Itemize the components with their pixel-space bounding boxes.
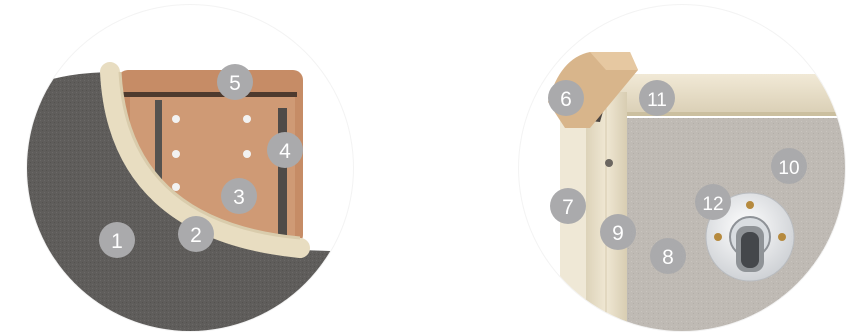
marker-11: 11 (639, 80, 675, 116)
svg-text:1: 1 (111, 230, 123, 253)
svg-text:9: 9 (612, 222, 624, 245)
marker-7: 7 (550, 188, 586, 224)
svg-text:4: 4 (279, 140, 291, 163)
marker-5: 5 (217, 64, 253, 100)
svg-text:11: 11 (647, 90, 667, 111)
right-detail-circle (515, 0, 860, 336)
metal-rail (278, 108, 287, 238)
marker-2: 2 (178, 216, 214, 252)
svg-text:2: 2 (190, 224, 202, 247)
marker-1: 1 (99, 222, 135, 258)
svg-text:7: 7 (562, 196, 574, 219)
screw-hole (605, 159, 613, 167)
svg-text:8: 8 (662, 246, 674, 269)
svg-text:5: 5 (229, 72, 241, 95)
frame-top-rail (598, 74, 860, 116)
marker-3: 3 (221, 178, 257, 214)
marker-6: 6 (548, 80, 584, 116)
svg-text:6: 6 (560, 88, 572, 111)
svg-text:10: 10 (778, 158, 799, 179)
marker-10: 10 (771, 148, 807, 184)
marker-9: 9 (600, 214, 636, 250)
marker-12: 12 (695, 184, 731, 220)
svg-text:12: 12 (702, 194, 723, 215)
svg-text:3: 3 (233, 186, 245, 209)
marker-8: 8 (650, 238, 686, 274)
left-detail-circle (20, 0, 360, 336)
marker-4: 4 (267, 132, 303, 168)
